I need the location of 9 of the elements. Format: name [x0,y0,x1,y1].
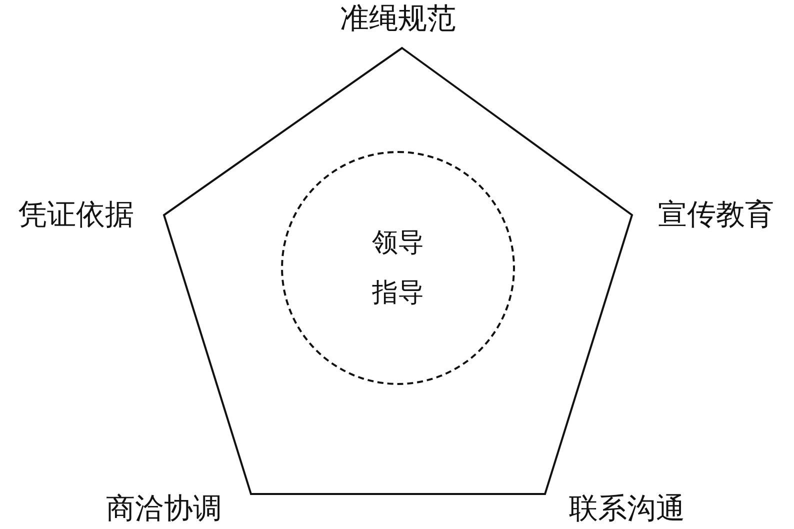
dashed-circle [281,151,515,385]
node-text: 指导 [372,277,424,310]
vertex-label: 凭证依据 [18,196,134,233]
pentagon-shape [163,47,633,495]
vertex-label: 商洽协调 [106,490,222,527]
vertex-label: 准绳规范 [340,0,456,37]
vertex-label: 宣传教育 [658,196,774,233]
node-text: 领导 [372,227,424,260]
vertex-label: 联系沟通 [569,490,685,527]
